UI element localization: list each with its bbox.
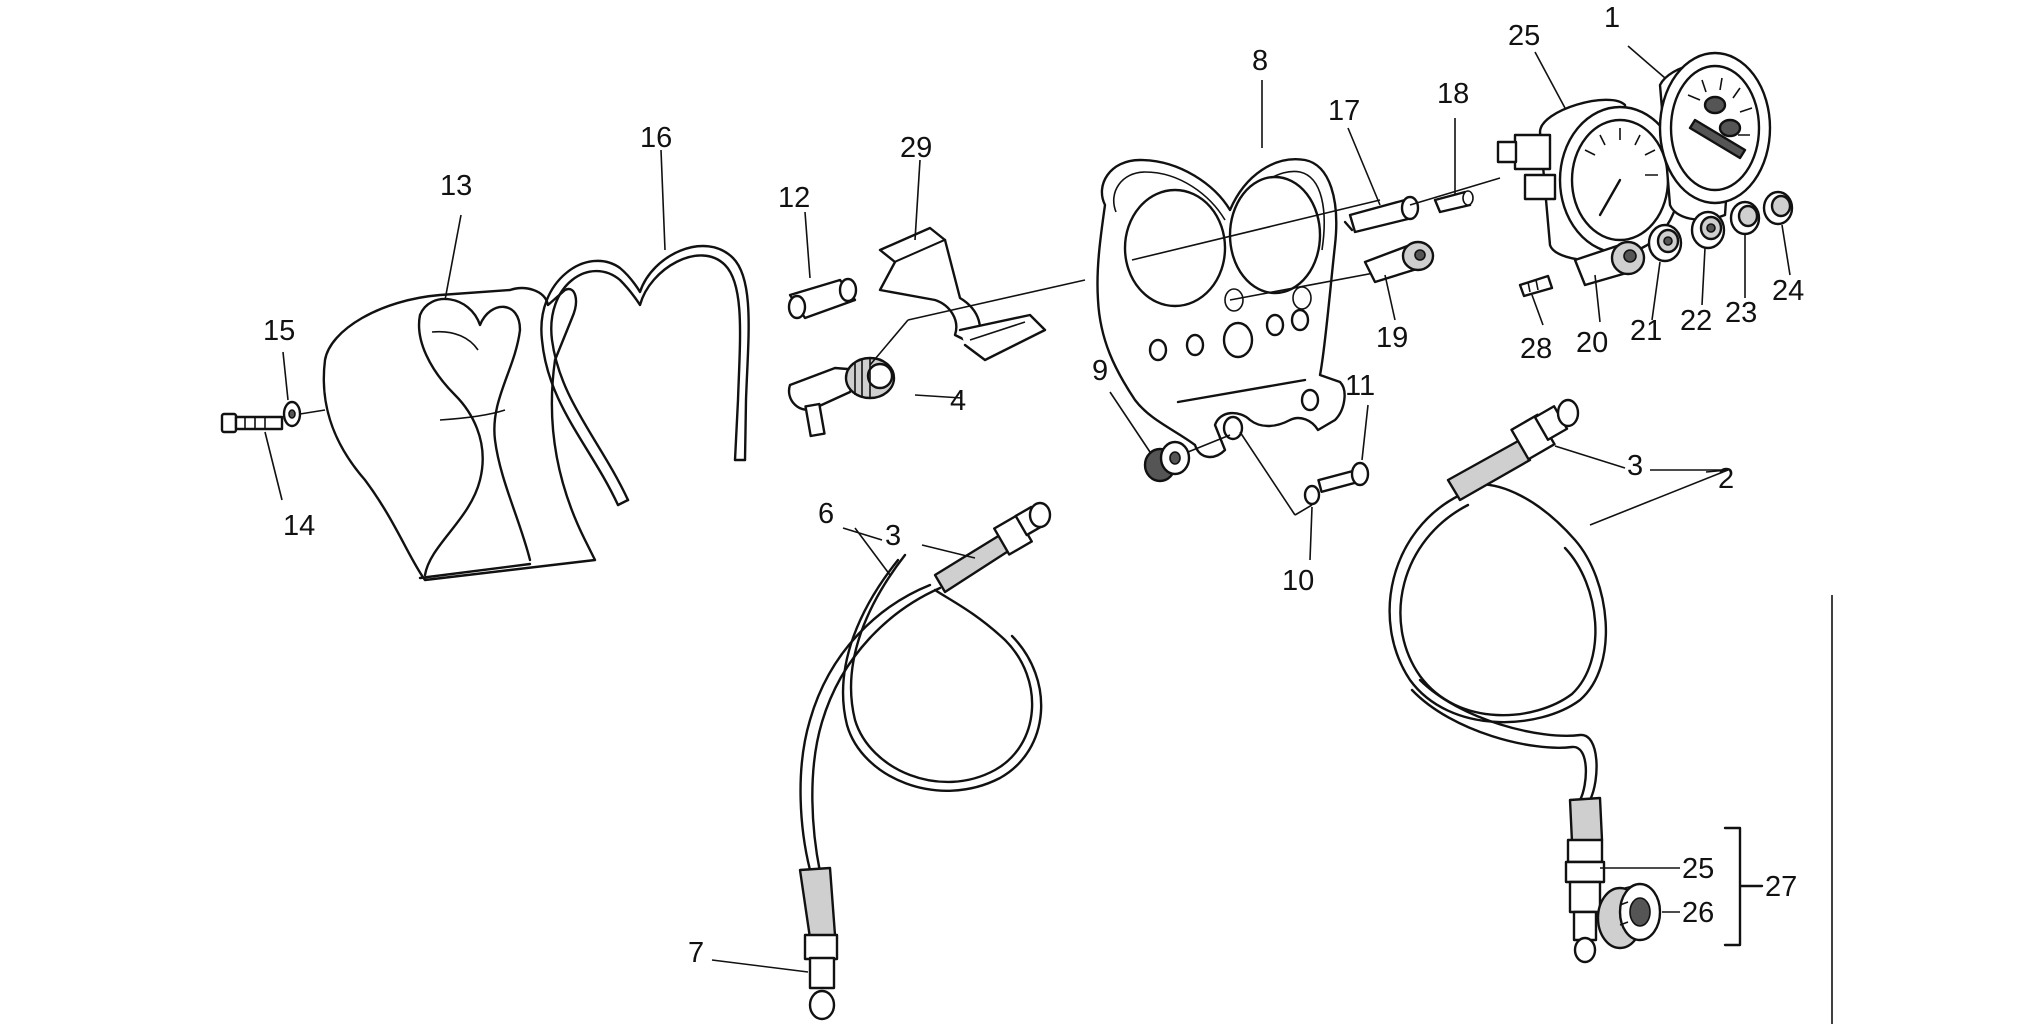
label-10: 10 bbox=[1282, 565, 1314, 597]
part-labels: 1 25 8 17 18 16 29 13 12 24 21 22 23 20 … bbox=[263, 2, 1804, 969]
part-8-instrument-panel bbox=[1096, 158, 1391, 459]
label-28: 28 bbox=[1520, 333, 1552, 365]
label-21: 21 bbox=[1630, 315, 1662, 347]
part-9-grommet bbox=[1143, 434, 1231, 483]
label-16: 16 bbox=[640, 122, 672, 154]
label-3-left: 3 bbox=[885, 520, 901, 552]
label-17: 17 bbox=[1328, 95, 1360, 127]
part-19-bulb-holder bbox=[1363, 240, 1435, 284]
label-13: 13 bbox=[440, 170, 472, 202]
part-3-cable-end-right bbox=[1446, 398, 1580, 502]
label-9: 9 bbox=[1092, 355, 1108, 387]
part-22-grommet bbox=[1690, 210, 1726, 250]
label-7: 7 bbox=[688, 937, 704, 969]
part-26-nut bbox=[1596, 882, 1662, 950]
part-23-grommet bbox=[1729, 200, 1761, 236]
part-15-washer bbox=[282, 400, 302, 428]
label-27: 27 bbox=[1765, 871, 1797, 903]
part-25-ferrule bbox=[1564, 796, 1606, 964]
part-10-washer bbox=[1303, 484, 1321, 506]
part-2-tachometer-cable bbox=[1388, 483, 1608, 842]
part-17-bulb-holder bbox=[1343, 195, 1420, 234]
label-1: 1 bbox=[1604, 2, 1620, 34]
part-24-grommet bbox=[1762, 190, 1794, 226]
label-23: 23 bbox=[1725, 297, 1757, 329]
label-12: 12 bbox=[778, 182, 810, 214]
leader-lines bbox=[264, 45, 1791, 973]
label-29: 29 bbox=[900, 132, 932, 164]
label-20: 20 bbox=[1576, 327, 1608, 359]
label-24: 24 bbox=[1772, 275, 1804, 307]
part-18-bulb bbox=[1433, 190, 1474, 214]
label-26: 26 bbox=[1682, 897, 1714, 929]
part-20-bulb-holder bbox=[1573, 240, 1646, 287]
label-2: 2 bbox=[1718, 463, 1734, 495]
label-3-right: 3 bbox=[1627, 450, 1643, 482]
label-25-ferrule: 25 bbox=[1682, 853, 1714, 885]
part-4-elbow-connector bbox=[787, 279, 1086, 438]
label-18: 18 bbox=[1437, 78, 1469, 110]
part-3-cable-end-upper bbox=[933, 501, 1052, 594]
part-28-bulb bbox=[1518, 274, 1554, 298]
part-11-screw bbox=[1317, 461, 1370, 493]
part-1-speedometer-gauge bbox=[1658, 51, 1772, 221]
group-bracket-27 bbox=[1723, 826, 1764, 947]
label-22: 22 bbox=[1680, 305, 1712, 337]
label-14: 14 bbox=[283, 510, 315, 542]
part-6-speedometer-cable bbox=[799, 553, 1043, 874]
part-13-instrument-cowl bbox=[322, 286, 597, 582]
label-25-gauge: 25 bbox=[1508, 20, 1540, 52]
part-14-screw bbox=[220, 412, 284, 434]
part-7-cable-end-lower bbox=[798, 866, 839, 1021]
part-29-bracket bbox=[878, 226, 1047, 362]
label-4: 4 bbox=[950, 385, 966, 417]
part-21-grommet bbox=[1647, 223, 1683, 263]
label-15: 15 bbox=[263, 315, 295, 347]
part-16-edge-trim bbox=[540, 244, 750, 507]
part-12-spacer bbox=[787, 277, 858, 320]
label-11: 11 bbox=[1345, 370, 1375, 402]
label-6: 6 bbox=[818, 498, 834, 530]
label-8: 8 bbox=[1252, 45, 1268, 77]
label-19: 19 bbox=[1376, 322, 1408, 354]
part-25-tachometer-gauge bbox=[1496, 98, 1682, 262]
